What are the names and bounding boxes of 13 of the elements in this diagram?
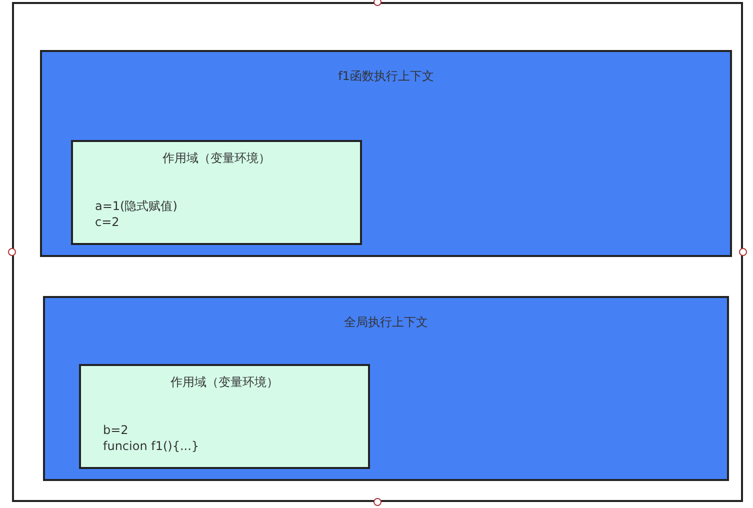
context-box xyxy=(40,50,732,257)
context-box xyxy=(43,296,729,481)
frame-box xyxy=(12,2,743,502)
code-text: funcion f1(){...} xyxy=(103,438,200,454)
code-text: a=1(隐式赋值) xyxy=(95,198,178,214)
scope-box xyxy=(71,140,362,245)
heading-text: 全局执行上下文 xyxy=(343,314,429,330)
heading-text: f1函数执行上下文 xyxy=(337,68,435,84)
code-text: c=2 xyxy=(95,214,120,230)
scope-box xyxy=(79,364,370,469)
code-text: b=2 xyxy=(103,422,128,438)
heading-text: 作用域（变量环境） xyxy=(162,150,272,166)
heading-text: 作用域（变量环境） xyxy=(170,374,280,390)
